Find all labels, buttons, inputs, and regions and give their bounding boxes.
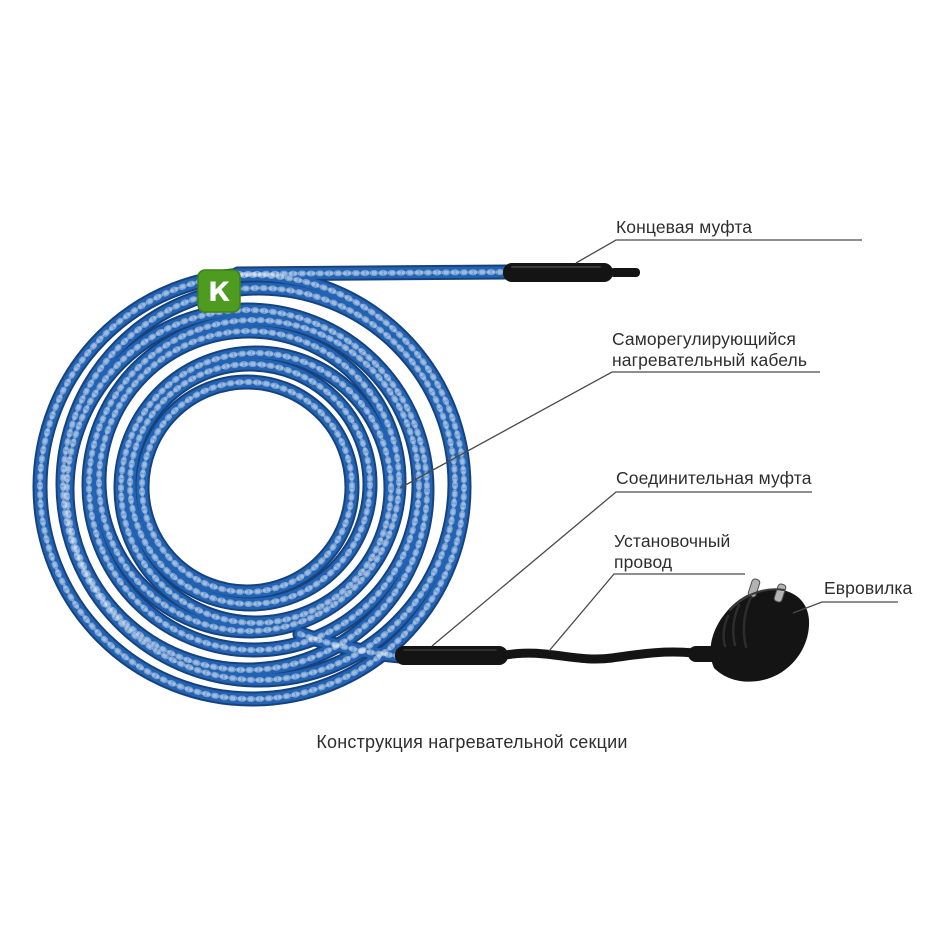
- label-plug-text: Евровилка: [824, 578, 913, 598]
- leader-heating-cable: [399, 371, 820, 489]
- label-junction-sleeve-text: Соединительная муфта: [616, 468, 812, 488]
- heating-cable-coil: [40, 272, 507, 699]
- leader-lines: [399, 239, 898, 652]
- label-end-sleeve-text: Концевая муфта: [616, 217, 753, 237]
- label-plug: Евровилка: [824, 578, 912, 599]
- label-heating-cable: Саморегулирующийся нагревательный кабель: [612, 329, 807, 371]
- label-installation-wire: Установочный провод: [614, 531, 730, 573]
- label-junction-sleeve: Соединительная муфта: [616, 468, 812, 489]
- leader-plug: [792, 601, 898, 614]
- label-installation-wire-line1: Установочный: [614, 531, 731, 551]
- label-heating-cable-line1: Саморегулирующийся: [612, 329, 796, 349]
- brand-logo-letter: К: [208, 277, 230, 308]
- leader-end-sleeve: [575, 239, 862, 264]
- diagram-caption: Конструкция нагревательной секции: [316, 732, 628, 752]
- junction-sleeve: [395, 646, 508, 665]
- label-end-sleeve: Концевая муфта: [616, 217, 752, 238]
- installation-wire: [501, 647, 699, 664]
- leader-installation-wire: [548, 573, 745, 652]
- end-sleeve: [503, 263, 640, 282]
- black-part-highlights: [403, 266, 785, 651]
- plug-pins: [747, 578, 787, 603]
- euro-plug-body: [710, 588, 810, 682]
- label-heating-cable-line2: нагревательный кабель: [612, 350, 808, 370]
- leader-junction-sleeve: [431, 491, 812, 647]
- brand-logo: К: [197, 269, 241, 313]
- label-installation-wire-line2: провод: [614, 552, 673, 572]
